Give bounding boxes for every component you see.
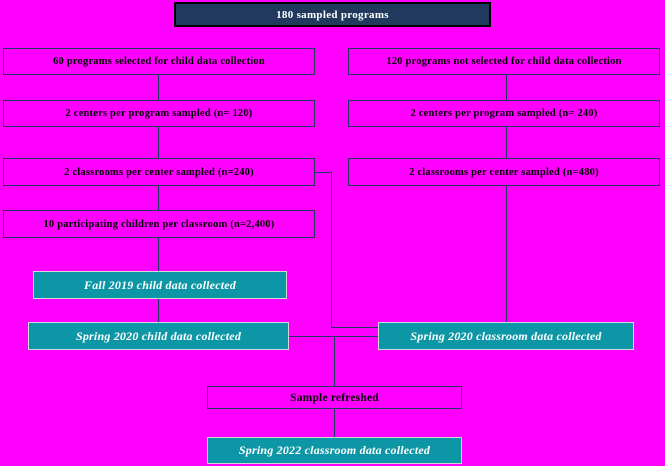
connector-line [289, 336, 378, 337]
sample-refreshed-box: Sample refreshed [207, 386, 462, 409]
connector-line [158, 127, 159, 158]
left-selected-box: 60 programs selected for child data coll… [3, 48, 315, 75]
spring-2020-child-data-box: Spring 2020 child data collected [28, 322, 289, 350]
right-classrooms-box: 2 classrooms per center sampled (n=480) [348, 158, 660, 186]
connector-line [158, 299, 159, 322]
connector-line [334, 336, 335, 386]
right-not-selected-box: 120 programs not selected for child data… [348, 48, 660, 75]
left-classrooms-box: 2 classrooms per center sampled (n=240) [3, 158, 315, 186]
spring-2022-classroom-data-box: Spring 2022 classroom data collected [207, 437, 462, 464]
connector-line [331, 172, 332, 328]
connector-line [334, 409, 335, 437]
connector-line [158, 75, 159, 100]
left-centers-box: 2 centers per program sampled (n= 120) [3, 100, 315, 127]
connector-line [506, 186, 507, 322]
connector-line [158, 238, 159, 271]
left-children-box: 10 participating children per classroom … [3, 210, 315, 238]
root-box: 180 sampled programs [174, 2, 491, 27]
connector-line [158, 186, 159, 210]
spring-2020-classroom-data-box: Spring 2020 classroom data collected [378, 322, 634, 350]
connector-line [506, 127, 507, 158]
connector-line [315, 172, 331, 173]
fall-2019-child-data-box: Fall 2019 child data collected [33, 271, 287, 299]
connector-line [506, 75, 507, 100]
connector-line [331, 327, 378, 328]
right-centers-box: 2 centers per program sampled (n= 240) [348, 100, 660, 127]
